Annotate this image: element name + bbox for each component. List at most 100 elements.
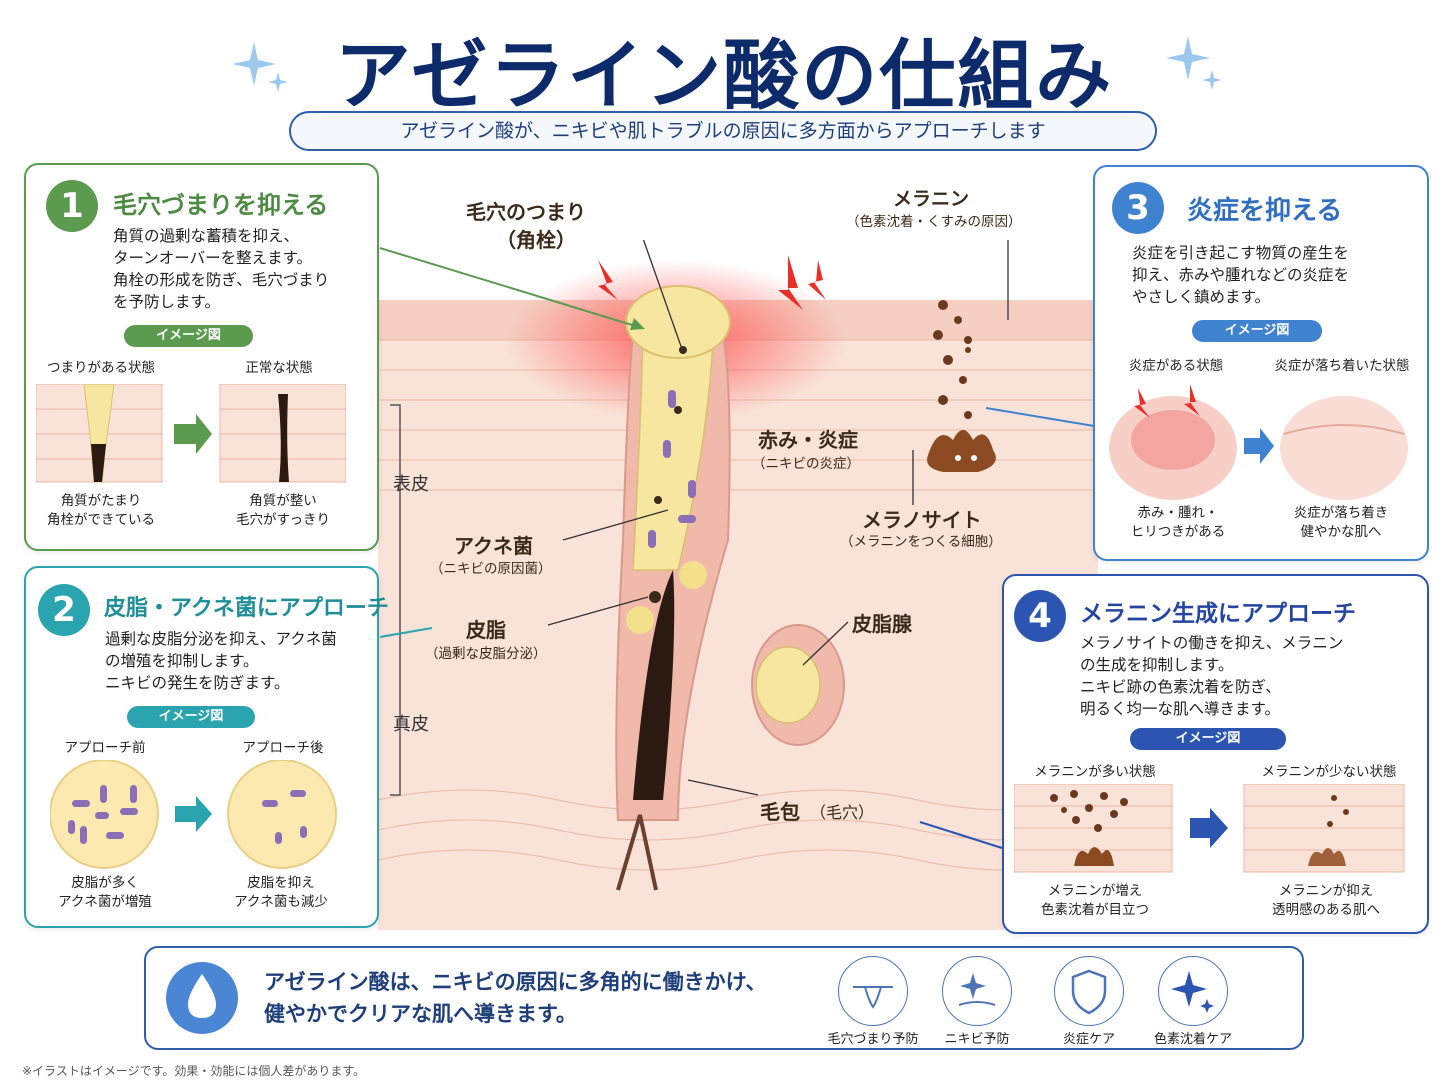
icon-label: 炎症ケア — [1062, 1032, 1115, 1047]
panel-2-body-line: 過剰な皮脂分泌を抑え、アクネ菌 — [105, 630, 337, 648]
caption-line: 皮脂が多く — [71, 875, 139, 891]
sparkle-left-icon — [232, 42, 288, 92]
melanocyte-label: メラノサイト — [862, 508, 982, 532]
panel-4-after-caption: メラニンが抑え 透明感のある肌へ — [1250, 882, 1402, 920]
redness-label: 赤み・炎症 — [758, 428, 858, 452]
skin-cross-section-diagram — [378, 240, 1098, 930]
sebaceous-gland-label: 皮脂腺 — [852, 612, 912, 636]
panel-2-after-caption: 皮脂を抑え アクネ菌も減少 — [216, 874, 346, 912]
sparkle-icon — [942, 956, 1012, 1026]
caption-line: 角質が整い — [249, 493, 317, 509]
caption-line: メラニンが抑え — [1278, 883, 1374, 899]
panel-4-before-state: メラニンが多い状態 — [1034, 764, 1156, 780]
panel-1-body-line: 角栓の形成を防ぎ、毛穴づまり — [113, 271, 330, 289]
panel-4-title: メラニン生成にアプローチ — [1080, 601, 1356, 627]
subtitle-banner: アゼライン酸が、ニキビや肌トラブルの原因に多方面からアプローチします — [289, 111, 1157, 151]
star-icon — [1158, 956, 1228, 1026]
caption-line: 透明感のある肌へ — [1272, 902, 1380, 918]
sebum-label: 皮脂 — [466, 618, 506, 642]
caption-line: 角質がたまり — [60, 493, 142, 509]
caption-line: 角栓ができている — [47, 512, 155, 528]
panel-1-after-caption: 角質が整い 毛穴がすっきり — [218, 492, 348, 530]
panel-4-before-caption: メラニンが増え 色素沈着が目立つ — [1020, 882, 1170, 920]
panel-1-number-badge: 1 — [46, 180, 98, 232]
follicle-label: 毛包 — [760, 800, 800, 824]
melanin-label: メラニン — [893, 188, 970, 210]
panel-2-body-line: ニキビの発生を防ぎます。 — [105, 674, 290, 692]
caption-line: メラニンが増え — [1047, 883, 1143, 899]
panel-2-body: 過剰な皮脂分泌を抑え、アクネ菌 の増殖を抑制します。 ニキビの発生を防ぎます。 — [105, 628, 337, 694]
follicle-sub-label: （毛穴） — [810, 803, 875, 822]
panel-2-body-line: の増殖を抑制します。 — [105, 652, 259, 670]
shield-icon — [1054, 956, 1124, 1026]
panel-3-image-label: イメージ図 — [1192, 320, 1322, 342]
panel-4-body-line: ニキビ跡の色素沈着を防ぎ、 — [1080, 678, 1281, 696]
panel-4-body: メラノサイトの働きを抑え、メラニン の生成を抑制します。 ニキビ跡の色素沈着を防… — [1080, 632, 1343, 720]
panel-4-illustration — [1014, 784, 1405, 873]
panel-3-after-caption: 炎症が落ち着き 健やかな肌へ — [1278, 504, 1404, 542]
acne-label: アクネ菌 — [454, 534, 533, 558]
panel-1-body-line: ターンオーバーを整えます。 — [113, 249, 313, 267]
panel-1-body-line: を予防します。 — [113, 293, 220, 311]
panel-3-body: 炎症を引き起こす物質の産生を 抑え、赤みや腫れなどの炎症を やさしく鎮めます。 — [1132, 242, 1349, 308]
redness-sub-label: （ニキビの炎症） — [752, 456, 860, 472]
caption-line: 赤み・腫れ・ — [1137, 505, 1219, 521]
page-title: アゼライン酸の仕組み — [334, 31, 1114, 120]
plug-sub-label: （角栓） — [496, 228, 576, 252]
panel-3-body-line: 炎症を引き起こす物質の産生を — [1132, 244, 1349, 262]
panel-3-before-state: 炎症がある状態 — [1128, 358, 1224, 374]
melanocyte-sub-label: （メラニンをつくる細胞） — [840, 534, 1002, 550]
panel-1-before-caption: 角質がたまり 角栓ができている — [36, 492, 166, 530]
icon-label: 毛穴づまり予防 — [827, 1032, 919, 1047]
panel-3-body-line: 抑え、赤みや腫れなどの炎症を — [1132, 266, 1350, 284]
panel-4-body-line: の生成を抑制します。 — [1080, 656, 1234, 674]
panel-3-body-line: やさしく鎮めます。 — [1132, 288, 1270, 306]
caption-line: 皮脂を抑え — [247, 875, 315, 891]
acne-sub-label: （ニキビの原因菌） — [430, 561, 552, 577]
sebum-sub-label: （過剰な皮脂分泌） — [425, 646, 547, 662]
caption-line: 健やかな肌へ — [1300, 524, 1382, 540]
footnote: ※イラストはイメージです。効果・効能には個人差があります。 — [22, 1064, 366, 1078]
panel-4-image-label: イメージ図 — [1130, 728, 1286, 750]
panel-3-before-caption: 赤み・腫れ・ ヒリつきがある — [1115, 504, 1241, 542]
panel-2-title: 皮脂・アクネ菌にアプローチ — [104, 596, 389, 621]
panel-1-before-state: つまりがある状態 — [47, 360, 155, 376]
panel-4-body-line: メラノサイトの働きを抑え、メラニン — [1080, 634, 1344, 652]
caption-line: ヒリつきがある — [1130, 524, 1226, 540]
caption-line: 色素沈着が目立つ — [1041, 902, 1149, 918]
summary-line: 健やかでクリアな肌へ導きます。 — [264, 1002, 577, 1026]
panel-2-number-badge: 2 — [38, 584, 90, 636]
panel-3-illustration — [1109, 384, 1408, 500]
icon-label: 色素沈着ケア — [1153, 1032, 1232, 1047]
caption-line: アクネ菌が増殖 — [58, 894, 152, 910]
melanin-sub-label: （色素沈着・くすみの原因） — [846, 214, 1022, 230]
epidermis-label: 表皮 — [393, 474, 429, 495]
panel-1-body: 角質の過剰な蓄積を抑え、 ターンオーバーを整えます。 角栓の形成を防ぎ、毛穴づま… — [113, 225, 329, 313]
summary-text: アゼライン酸は、ニキビの原因に多角的に働きかけ、 健やかでクリアな肌へ導きます。 — [264, 966, 767, 1030]
caption-line: 毛穴がすっきり — [236, 512, 330, 528]
panel-3-number-badge: 3 — [1112, 182, 1164, 234]
dermis-label: 真皮 — [393, 714, 429, 735]
icon-label: ニキビ予防 — [944, 1032, 1010, 1047]
panel-4-body-line: 明るく均一な肌へ導きます。 — [1080, 700, 1280, 718]
panel-1-illustration — [36, 384, 346, 483]
panel-2-after-state: アプローチ後 — [242, 740, 324, 756]
panel-1-image-label: イメージ図 — [124, 325, 253, 347]
panel-1-title: 毛穴づまりを抑える — [113, 191, 329, 219]
panel-4-number-badge: 4 — [1014, 590, 1066, 642]
summary-line: アゼライン酸は、ニキビの原因に多角的に働きかけ、 — [264, 970, 767, 994]
panel-1-body-line: 角質の過剰な蓄積を抑え、 — [113, 227, 300, 245]
plug-label: 毛穴のつまり — [466, 200, 586, 224]
caption-line: 炎症が落ち着き — [1293, 505, 1389, 521]
caption-line: アクネ菌も減少 — [234, 894, 328, 910]
panel-2-image-label: イメージ図 — [127, 706, 255, 728]
panel-2-before-caption: 皮脂が多く アクネ菌が増殖 — [40, 874, 170, 912]
water-drop-icon — [166, 962, 238, 1034]
pore-icon — [838, 956, 908, 1026]
panel-3-after-state: 炎症が落ち着いた状態 — [1274, 358, 1410, 374]
panel-melanin — [1002, 574, 1429, 934]
panel-1-after-state: 正常な状態 — [245, 360, 313, 376]
panel-2-before-state: アプローチ前 — [64, 740, 146, 756]
panel-3-title: 炎症を抑える — [1187, 196, 1343, 226]
